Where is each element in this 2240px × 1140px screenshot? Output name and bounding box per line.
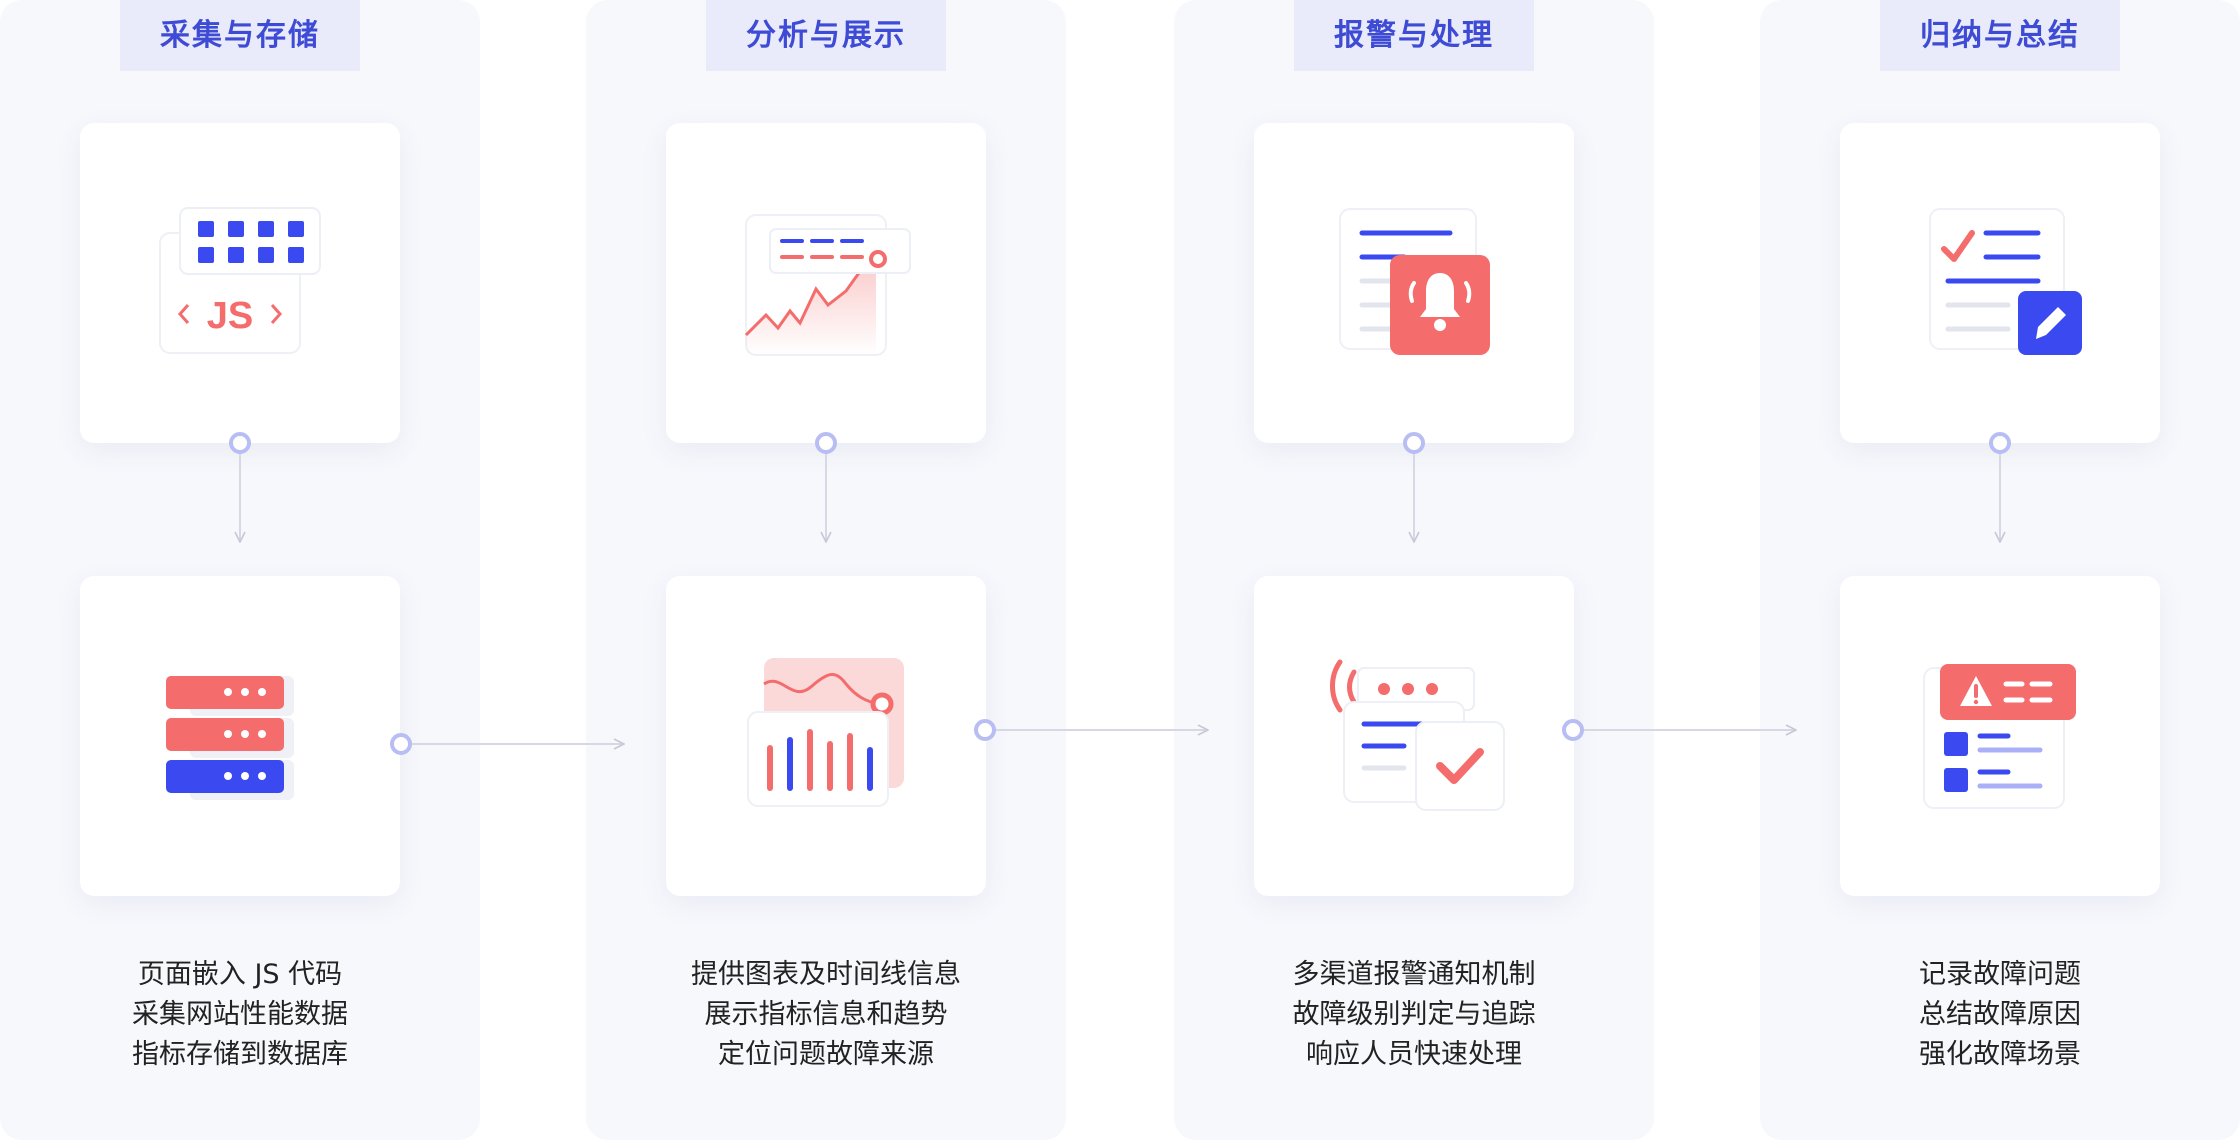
bar-chart-icon [747,658,904,807]
column-title: 分析与展示 [706,0,946,71]
description-line: 展示指标信息和趋势 [704,999,948,1030]
top-card [1254,123,1574,443]
description-line: 故障级别判定与追踪 [1292,999,1536,1030]
column-title: 归纳与总结 [1880,0,2120,71]
bottom-card [80,576,400,896]
top-card: JS [80,123,400,443]
top-card [666,123,986,443]
column-analyze-display: 分析与展示 [586,0,1066,1140]
description-line: 定位问题故障来源 [718,1039,934,1070]
description-line: 响应人员快速处理 [1306,1039,1522,1070]
column-title: 报警与处理 [1294,0,1534,71]
warning-report-icon [1923,664,2076,809]
column-description: 多渠道报警通知机制 故障级别判定与追踪 响应人员快速处理 [1174,955,1654,1075]
column-description: 提供图表及时间线信息 展示指标信息和趋势 定位问题故障来源 [586,955,1066,1075]
description-line: 采集网站性能数据 [132,999,348,1030]
description-line: 提供图表及时间线信息 [691,959,961,990]
js-label: JS [207,295,253,337]
column-alert-handle: 报警与处理 [1174,0,1654,1140]
description-line: 多渠道报警通知机制 [1292,959,1536,990]
description-line: 指标存储到数据库 [132,1039,348,1070]
description-line: 强化故障场景 [1919,1039,2081,1070]
bottom-card [666,576,986,896]
description-line: 总结故障原因 [1919,999,2081,1030]
notification-check-icon [1330,659,1505,811]
description-line: 记录故障问题 [1919,959,2081,990]
column-description: 记录故障问题 总结故障原因 强化故障场景 [1760,955,2240,1075]
js-code-icon: JS [159,207,321,354]
bottom-card [1254,576,1574,896]
bottom-card [1840,576,2160,896]
column-collect-store: 采集与存储 JS [0,0,480,1140]
top-card [1840,123,2160,443]
column-description: 页面嵌入 JS 代码 采集网站性能数据 指标存储到数据库 [0,955,480,1075]
checklist-edit-icon [1929,208,2082,355]
trend-chart-icon [744,214,911,356]
alarm-bell-icon [1339,208,1490,355]
server-storage-icon [166,676,294,800]
column-title: 采集与存储 [120,0,360,71]
description-line: 页面嵌入 JS 代码 [137,959,343,990]
column-summarize: 归纳与总结 [1760,0,2240,1140]
